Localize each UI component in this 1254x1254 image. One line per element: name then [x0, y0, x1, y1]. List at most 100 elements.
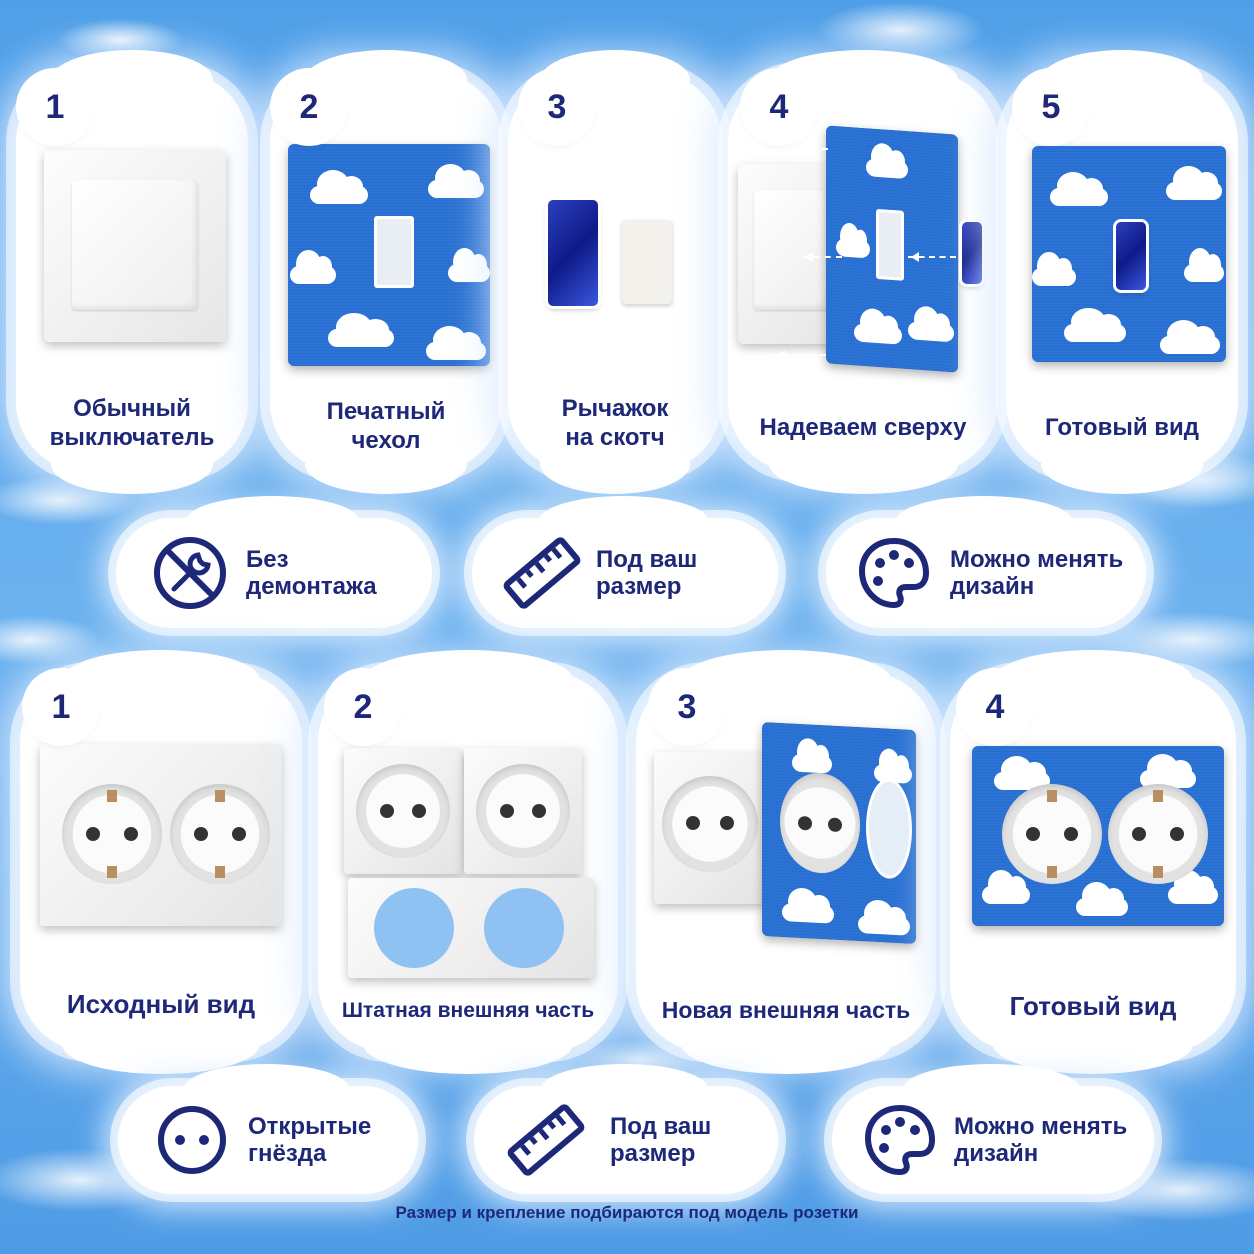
- cover-cloud: [328, 313, 394, 347]
- cover-cloud: [428, 164, 484, 198]
- step-label: Готовый вид: [1009, 991, 1177, 1021]
- feature-no-dismantling: Без демонтажа: [116, 496, 432, 628]
- palette-icon: [858, 537, 930, 609]
- step-label: Готовый вид: [1045, 414, 1199, 441]
- feature-text: Можно менять дизайн: [954, 1113, 1128, 1167]
- step-number: 1: [24, 76, 86, 138]
- step-label: Надеваем сверху: [759, 414, 967, 441]
- cover-cloud: [866, 158, 908, 180]
- palette-icon: [864, 1104, 936, 1176]
- socket-step-1-card: 1 Исходный вид: [20, 650, 302, 1074]
- finished-socket-image: [972, 746, 1224, 926]
- feature-custom-size: Под ваш размер: [474, 1064, 778, 1194]
- faceplate-hole: [484, 888, 564, 968]
- plain-switch-image: [44, 150, 226, 342]
- cover-cloud: [426, 326, 486, 360]
- finished-switch-image: [1032, 146, 1226, 362]
- lever-opening: [876, 208, 904, 281]
- cover-cloud: [1076, 882, 1128, 916]
- step-label: Штатная внешняя часть: [341, 999, 595, 1022]
- switch-key: [72, 180, 198, 310]
- blue-lever-image: [1116, 222, 1146, 290]
- plain-switch-image: [738, 164, 842, 344]
- cover-cloud: [1140, 754, 1196, 788]
- switch-step-3-card: 3 Рычажок на скотч: [508, 50, 722, 494]
- cover-cloud: [792, 753, 832, 774]
- socket-step-3-card: 3 Новая внешняя часть: [636, 650, 936, 1074]
- switch-step-2-card: 2 Печатный чехол: [270, 50, 502, 494]
- socket-outlet: [662, 776, 758, 872]
- cover-cloud: [1050, 172, 1108, 206]
- step-label: Исходный вид: [66, 989, 256, 1019]
- cover-cloud: [854, 323, 902, 345]
- feature-text: Открытые гнёзда: [248, 1113, 372, 1167]
- lever-opening: [374, 216, 414, 288]
- plain-socket-image: [40, 744, 282, 926]
- ruler-icon: [503, 537, 581, 609]
- step-label: Печатный чехол: [326, 398, 446, 454]
- feature-change-design: Можно менять дизайн: [826, 496, 1146, 628]
- step-number: 4: [748, 76, 810, 138]
- feature-text: Под ваш размер: [610, 1113, 712, 1167]
- faceplate-hole: [374, 888, 454, 968]
- cover-cloud: [1168, 870, 1218, 904]
- cover-cloud: [1160, 320, 1220, 354]
- socket-outlet: [780, 770, 860, 876]
- arrow-icon: [696, 922, 752, 932]
- blue-lever-image: [548, 200, 598, 306]
- socket-outlet: [170, 784, 270, 884]
- footer-note: Размер и крепление подбираются под модел…: [395, 1203, 859, 1222]
- switch-step-4-card: 4 Надеваем сверху: [728, 50, 998, 494]
- switch-frame: [44, 150, 226, 342]
- blue-lever-image: [962, 222, 982, 284]
- socket-outlet: [476, 764, 570, 858]
- no-tools-icon: [154, 537, 226, 609]
- feature-text: Можно менять дизайн: [950, 546, 1124, 600]
- step-label: Рычажок на скотч: [561, 395, 669, 451]
- cover-cloud: [858, 914, 910, 936]
- cover-cloud: [908, 321, 954, 343]
- cover-cloud: [1032, 252, 1076, 286]
- step-number: 2: [332, 676, 394, 738]
- socket-module: [654, 752, 766, 904]
- standard-faceplate: [348, 878, 594, 978]
- step-label: Обычный выключатель: [49, 395, 215, 451]
- step-number: 4: [964, 676, 1026, 738]
- faceplate-hole: [866, 777, 912, 880]
- switch-key: [754, 190, 830, 310]
- socket-outlet: [1108, 784, 1208, 884]
- feature-open-sockets: Открытые гнёзда: [118, 1064, 418, 1194]
- socket-step-2-card: 2 Штатная внешняя часть: [318, 650, 618, 1074]
- step-number: 5: [1020, 76, 1082, 138]
- step-number: 3: [656, 676, 718, 738]
- new-cloud-faceplate-image: [762, 721, 916, 945]
- arrow-icon: [908, 252, 956, 262]
- cover-cloud: [782, 903, 834, 924]
- feature-change-design: Можно менять дизайн: [832, 1064, 1154, 1194]
- step-number: 3: [526, 76, 588, 138]
- cover-cloud: [290, 250, 336, 284]
- cover-cloud: [1064, 308, 1126, 342]
- arrow-icon: [700, 736, 756, 746]
- cover-cloud: [994, 756, 1050, 790]
- feature-text: Без демонтажа: [246, 546, 377, 600]
- arrow-icon: [782, 144, 828, 154]
- cover-cloud: [1166, 166, 1222, 200]
- cover-cloud: [310, 170, 368, 204]
- cover-cloud: [1184, 248, 1224, 282]
- arrow-icon: [802, 252, 842, 262]
- socket-outlet: [356, 764, 450, 858]
- ruler-icon: [507, 1104, 585, 1176]
- step-label: Новая внешняя часть: [661, 997, 911, 1023]
- socket-outlet: [1002, 784, 1102, 884]
- open-socket-icon: [158, 1106, 226, 1174]
- cloud-cover-image: [288, 144, 490, 366]
- feature-text: Под ваш размер: [596, 546, 698, 600]
- arrow-icon: [774, 350, 826, 360]
- cover-cloud: [982, 870, 1030, 904]
- socket-step-4-card: 4 Готовый вид: [950, 650, 1236, 1074]
- switch-step-5-card: 5 Готовый вид: [1006, 50, 1238, 494]
- adhesive-tape-image: [622, 220, 672, 304]
- step-number: 1: [30, 676, 92, 738]
- switch-step-1-card: 1 Обычный выключатель: [16, 50, 248, 494]
